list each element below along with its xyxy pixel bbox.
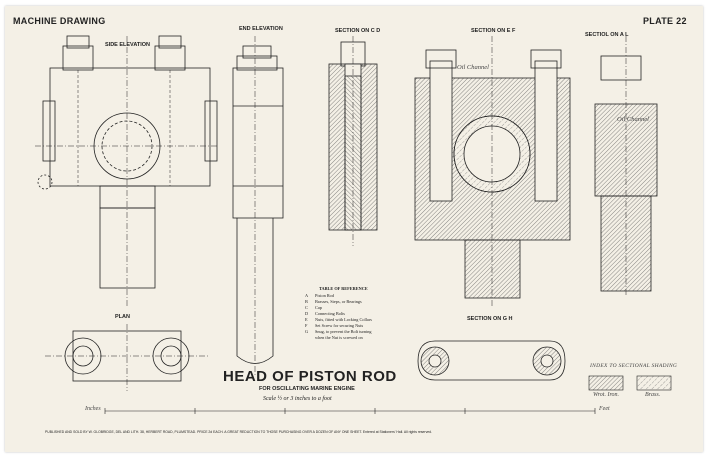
publisher-footer: PUBLISHED AND SOLD BY W. GLOBRIDGE, DEL … — [45, 430, 432, 434]
reference-text: Set Screw for securing Nuts — [315, 323, 364, 328]
side-elevation-label: SIDE ELEVATION — [105, 42, 151, 48]
reference-key: G — [305, 329, 309, 334]
reference-text: Brasses, Steps, or Bearings — [315, 299, 362, 304]
drawing-scale: Scale ½ or 3 inches to a foot — [263, 396, 332, 402]
reference-key: B — [305, 299, 308, 304]
reference-text: Cap — [315, 305, 322, 310]
drawing-sheet: MACHINE DRAWING PLATE 22 SIDE ELEVATION … — [5, 6, 703, 452]
oil-channel-note-al: Oil Channel — [617, 116, 649, 123]
section-al-view — [594, 36, 658, 296]
legend-title: INDEX TO SECTIONAL SHADING — [590, 363, 678, 369]
oil-channel-note-ef: Oil Channel — [457, 64, 489, 71]
header-left: MACHINE DRAWING — [13, 16, 106, 26]
end-elevation-label: END ELEVATION — [239, 26, 283, 32]
reference-key: C — [305, 305, 308, 310]
plate-number: PLATE 22 — [643, 16, 687, 26]
section-cd-view — [328, 36, 378, 246]
reference-text: Snug, to prevent the Bolt turning — [315, 329, 372, 334]
side-elevation-view — [35, 35, 218, 306]
end-elevation-view — [232, 36, 284, 376]
section-ef-view — [414, 36, 571, 306]
legend-wrot-iron-label: Wrot. Iron. — [593, 392, 620, 398]
reference-text: Connecting Bolts — [315, 311, 345, 316]
scale-feet-label: Feet — [599, 406, 610, 412]
section-al-label: SECTIOL ON A L — [585, 32, 629, 38]
section-cd-label: SECTION ON C D — [335, 28, 381, 34]
reference-text: Nuts, fitted with Locking Collars — [315, 317, 372, 322]
drawing-subtitle: FOR OSCILLATING MARINE ENGINE — [259, 386, 355, 392]
scale-inches-label: Inches — [85, 406, 101, 412]
reference-key: E — [305, 317, 308, 322]
scale-bar — [104, 408, 596, 414]
reference-title: TABLE OF REFERENCE — [319, 286, 368, 291]
plan-view — [45, 324, 210, 391]
section-gh-label: SECTION ON G H — [467, 316, 513, 322]
reference-key: D — [305, 311, 309, 316]
reference-table: TABLE OF REFERENCE A Piston Rod B Brasses,… — [305, 286, 372, 340]
engineering-drawing — [35, 35, 672, 414]
reference-text: Piston Rod — [315, 293, 334, 298]
drawing-title: HEAD OF PISTON ROD — [223, 368, 397, 385]
section-ef-label: SECTION ON E F — [471, 28, 516, 34]
legend-brass-label: Brass. — [645, 392, 661, 398]
reference-key: F — [305, 323, 308, 328]
shading-legend — [588, 375, 672, 391]
section-gh-view — [417, 340, 566, 381]
reference-key: A — [305, 293, 309, 298]
plan-label: PLAN — [115, 314, 130, 320]
reference-text: when the Nut is screwed on — [315, 335, 363, 340]
